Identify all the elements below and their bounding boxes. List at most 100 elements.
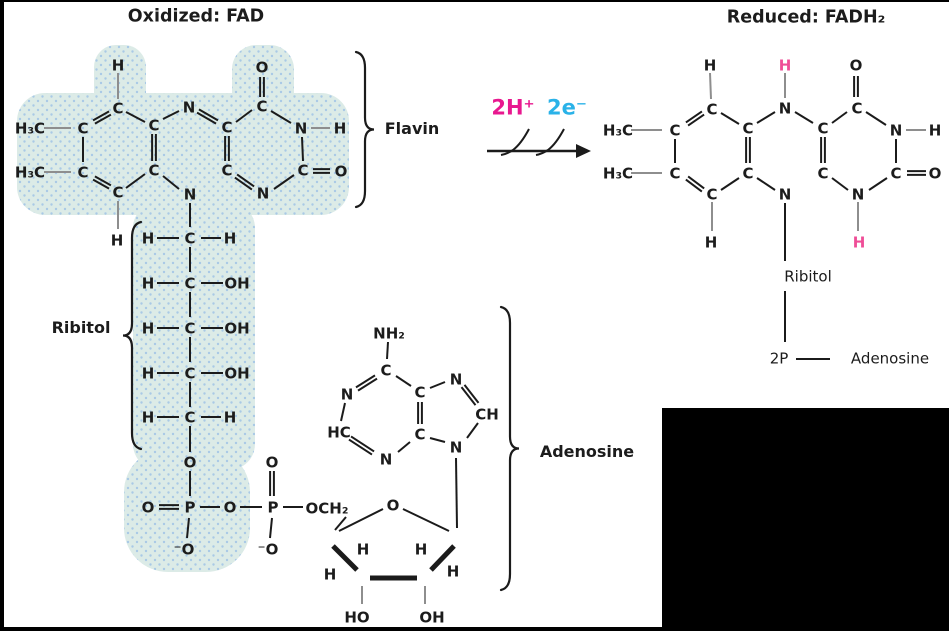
atom-N: N	[779, 99, 792, 117]
reaction-hook	[500, 128, 530, 156]
blackout-box	[662, 408, 949, 631]
atom-CH: CH	[475, 405, 499, 423]
bond	[269, 517, 273, 539]
atom-C: C	[817, 119, 828, 137]
atom-H₃C: H₃C	[603, 164, 633, 182]
atom-H: H	[112, 56, 125, 74]
atom-C: C	[742, 164, 753, 182]
atom-H: H	[929, 121, 942, 139]
atom-O: O	[142, 498, 155, 516]
atom-OH: OH	[419, 608, 444, 626]
bond	[756, 177, 776, 191]
atom-H: H	[334, 119, 347, 137]
atom-C: C	[77, 163, 88, 181]
atom-C: C	[669, 121, 680, 139]
atom-C: C	[706, 185, 717, 203]
bond	[340, 402, 346, 422]
reaction-arrowhead	[576, 144, 591, 158]
bond	[466, 422, 479, 439]
atom-H: H	[779, 56, 792, 74]
atom-C: C	[890, 164, 901, 182]
atom-N: N	[257, 184, 270, 202]
ribitol-label-left: Ribitol	[51, 318, 111, 337]
atom-N: N	[450, 370, 463, 388]
ribitol-label-right: Ribitol	[784, 267, 832, 286]
bond	[794, 111, 814, 124]
bond	[429, 437, 446, 443]
bond	[386, 341, 389, 360]
atom-C: C	[184, 274, 195, 292]
atom-N: N	[890, 121, 903, 139]
bond	[270, 110, 292, 124]
atom-C: C	[221, 118, 232, 136]
atom-C: C	[380, 361, 391, 379]
brace	[354, 50, 375, 209]
flavin-label: Flavin	[384, 119, 440, 138]
atom-O: O	[266, 453, 279, 471]
atom-O: O	[184, 453, 197, 471]
atom-C: C	[184, 319, 195, 337]
bond	[235, 109, 253, 123]
atom-H: H	[142, 408, 155, 426]
bond	[186, 517, 190, 539]
atom-N: N	[183, 98, 196, 116]
atom-H₃C: H₃C	[15, 119, 45, 137]
atom-H₃C: H₃C	[15, 163, 45, 181]
bond	[92, 178, 110, 190]
bond	[338, 508, 384, 532]
atom-H₃C: H₃C	[603, 121, 633, 139]
bond	[463, 384, 480, 404]
atom-H: H	[111, 231, 124, 249]
adenosine-label-right: Adenosine	[850, 349, 930, 368]
reaction-hook	[535, 128, 565, 156]
bond	[720, 177, 740, 191]
atom-H: H	[224, 408, 237, 426]
atom-OH: OH	[224, 274, 249, 292]
atom-C: C	[669, 164, 680, 182]
atom-H: H	[705, 233, 718, 251]
bond	[348, 438, 373, 456]
bond	[125, 173, 146, 189]
atom-C: C	[414, 383, 425, 401]
bond	[687, 113, 705, 127]
top-border	[0, 0, 949, 2]
bond	[162, 110, 180, 120]
bond	[402, 508, 450, 532]
atom-C: C	[77, 119, 88, 137]
bond	[125, 111, 146, 123]
atom-C: C	[851, 99, 862, 117]
bond	[865, 111, 887, 126]
atom-N: N	[779, 185, 792, 203]
atom-C: C	[297, 161, 308, 179]
atom-HO: HO	[344, 608, 369, 626]
atom-HC: HC	[327, 423, 351, 441]
atom-H: H	[853, 233, 866, 251]
atom-C: C	[184, 364, 195, 382]
atom-C: C	[112, 99, 123, 117]
bond	[94, 175, 112, 187]
bond	[162, 175, 180, 190]
highlight-region	[133, 202, 255, 470]
bond	[350, 435, 375, 453]
atom-N: N	[341, 385, 354, 403]
bond	[331, 544, 359, 572]
atom-C: C	[184, 408, 195, 426]
atom-N: N	[184, 185, 197, 203]
atom-C: C	[706, 100, 717, 118]
bond	[334, 516, 347, 531]
atom-NH₂: NH₂	[373, 324, 405, 342]
bond	[94, 113, 112, 125]
atom-C: C	[112, 183, 123, 201]
atom-P: P	[268, 498, 279, 516]
bond	[831, 177, 849, 191]
brace	[499, 305, 520, 592]
bond	[357, 377, 378, 392]
atom-⁻O: ⁻O	[174, 540, 195, 558]
bond	[234, 176, 253, 191]
bond	[301, 136, 304, 162]
bond	[429, 544, 456, 572]
atom-N: N	[295, 119, 308, 137]
bond	[685, 110, 703, 124]
atom-O: O	[224, 498, 237, 516]
atom-C: C	[414, 425, 425, 443]
